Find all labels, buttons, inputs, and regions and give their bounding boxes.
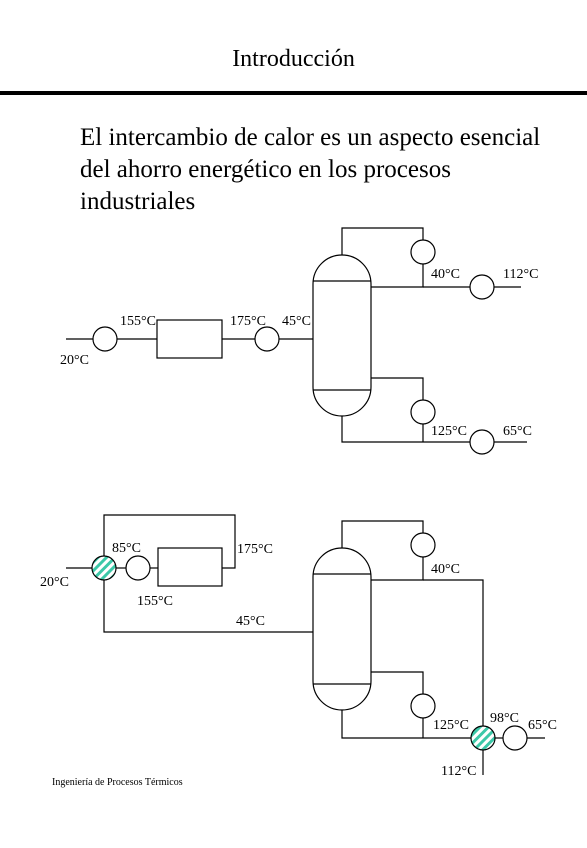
top-product-cooler — [469, 274, 495, 300]
temp-label: 45°C — [282, 314, 311, 329]
preheater — [125, 555, 151, 581]
overhead-line — [341, 227, 424, 255]
diagram-without-integration — [66, 227, 527, 455]
diagram-top-labels: 20°C 155°C 175°C 45°C 40°C 112°C 125°C 6… — [60, 267, 538, 439]
top-product-line — [423, 579, 484, 726]
intro-text: El intercambio de calor es un aspecto es… — [80, 124, 541, 215]
temp-label: 20°C — [40, 575, 69, 590]
bottoms-line — [371, 377, 424, 400]
heater-box — [156, 319, 223, 359]
temp-label: 175°C — [230, 314, 266, 329]
footer-text: Ingeniería de Procesos Térmicos — [52, 777, 183, 788]
temp-label: 125°C — [433, 718, 469, 733]
temp-label: 40°C — [431, 267, 460, 282]
reflux-line — [371, 557, 424, 581]
temp-label: 155°C — [120, 314, 156, 329]
reboiler — [410, 399, 436, 425]
heater-outlet-loop — [103, 514, 236, 569]
temp-label: 125°C — [431, 424, 467, 439]
temp-label: 98°C — [490, 711, 519, 726]
condenser — [410, 532, 436, 558]
temp-label: 85°C — [112, 541, 141, 556]
temp-label: 40°C — [431, 562, 460, 577]
diagram-with-integration — [66, 514, 545, 775]
condenser — [410, 239, 436, 265]
temp-label: 112°C — [441, 764, 476, 779]
preheater-1 — [92, 326, 118, 352]
bottom-product-line — [341, 416, 470, 443]
reflux-line — [371, 264, 424, 288]
temp-label: 155°C — [137, 594, 173, 609]
integration-exchanger — [91, 555, 117, 581]
distillation-column — [312, 254, 372, 417]
temp-label: 65°C — [528, 718, 557, 733]
column-feed-line — [103, 580, 313, 633]
temp-label: 112°C — [503, 267, 538, 282]
temp-label: 65°C — [503, 424, 532, 439]
temp-label: 45°C — [236, 614, 265, 629]
temp-label: 175°C — [237, 542, 273, 557]
overhead-line — [341, 520, 424, 548]
preheater-2 — [254, 326, 280, 352]
reboiler — [410, 693, 436, 719]
temp-label: 20°C — [60, 353, 89, 368]
diagram-bottom-labels: 20°C 85°C 175°C 155°C 45°C 40°C 125°C 98… — [40, 541, 557, 779]
heater-box — [157, 547, 223, 587]
bottom-product-cooler — [469, 429, 495, 455]
title-divider — [0, 91, 587, 95]
bottom-product-cooler — [502, 725, 528, 751]
bottoms-line — [371, 671, 424, 694]
integration-exchanger — [470, 725, 496, 751]
slide-title: Introducción — [232, 46, 355, 72]
bottom-product-line — [341, 710, 471, 739]
distillation-column — [312, 547, 372, 711]
